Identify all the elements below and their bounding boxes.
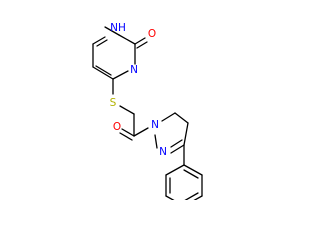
- bond-c4-c5: [92, 66, 114, 80]
- bond-n1-c2: [104, 26, 120, 36]
- bond-c2-o-double: [136, 41, 148, 49]
- bond-ph6-ph1: [183, 164, 203, 176]
- bond-c-o-carbonyl-double: [119, 132, 133, 141]
- bond-ph3-ph4: [165, 195, 175, 200]
- atom-labels: NH O N S O N N: [110, 22, 167, 158]
- atom-n3: N: [130, 64, 138, 76]
- bond-c-n-amide: [133, 127, 149, 137]
- bond-ph4-ph5-inner: [184, 192, 199, 200]
- bond-ph1-ph2: [165, 164, 185, 176]
- bond-n2-n1: [154, 134, 158, 149]
- atom-n-pyrazoline-1: N: [151, 119, 159, 131]
- bond-n1-c5: [161, 112, 176, 122]
- bond-c2-o: [134, 37, 146, 45]
- atom-o-carbonyl: O: [113, 121, 121, 133]
- bond-c-o-carbonyl: [121, 128, 135, 137]
- atom-n-pyrazoline-2: N: [159, 146, 167, 158]
- bond-n3-c4: [112, 70, 129, 80]
- bond-c4-c5-inner: [95, 65, 112, 76]
- bond-c5-c4: [174, 112, 189, 124]
- atom-o-pyrimidinone: O: [148, 28, 156, 40]
- bond-c6-n1: [92, 36, 106, 45]
- atom-nh: NH: [110, 22, 126, 34]
- atom-s: S: [110, 97, 117, 109]
- phenyl-ring: [165, 144, 203, 200]
- bond-s-ch2: [119, 105, 135, 115]
- bond-ph6-ph1-inner: [183, 169, 199, 179]
- bond-ph4-ph5: [193, 195, 203, 200]
- bond-c3-n2-double: [170, 139, 183, 148]
- bond-c4-c3: [183, 122, 189, 146]
- chemical-structure-diagram: NH O N S O N N: [92, 22, 203, 200]
- pyrimidinone-ring: [92, 26, 148, 80]
- pyrazoline-ring: [154, 112, 189, 154]
- linker-chain: [112, 78, 149, 141]
- bond-n1-c2-upper: [118, 34, 136, 45]
- bond-c6-n1-inner: [96, 39, 108, 47]
- bond-c3-n2: [170, 144, 185, 154]
